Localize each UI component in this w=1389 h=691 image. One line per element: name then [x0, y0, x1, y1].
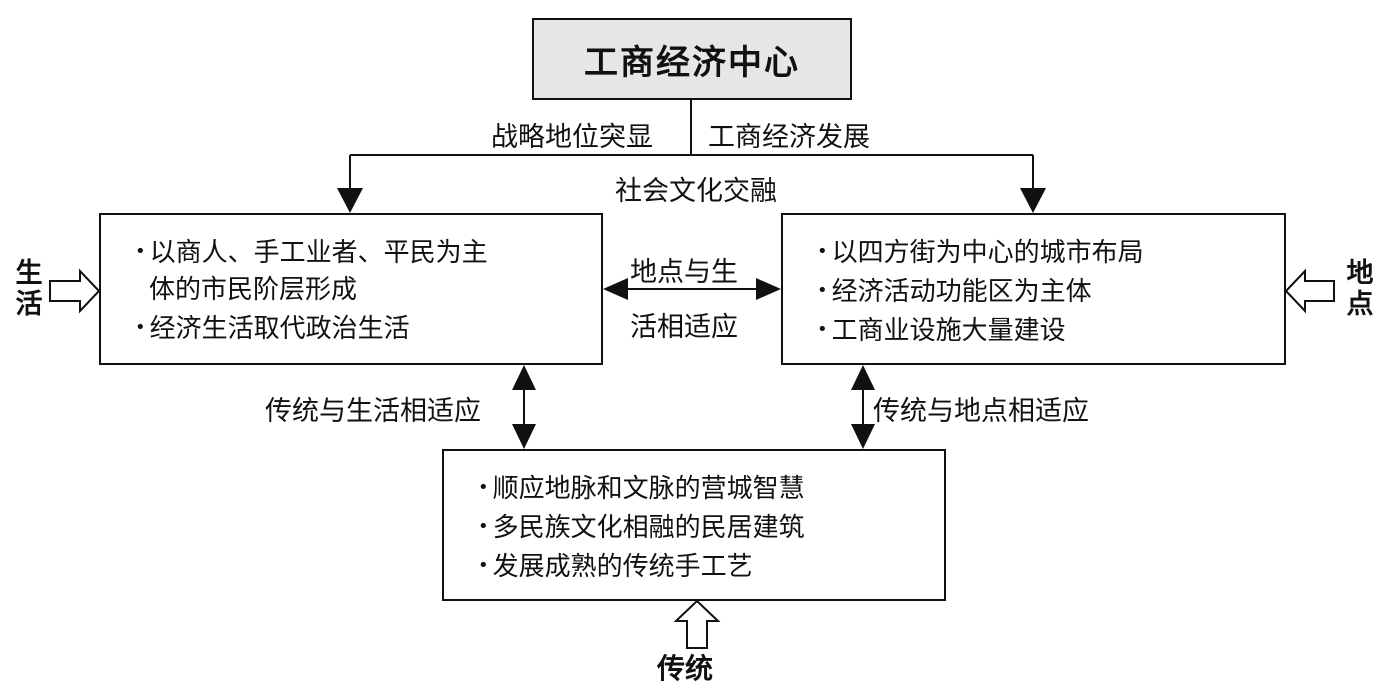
input-label-place: 地 点 — [1345, 258, 1375, 320]
place-item-text: 工商业设施大量建设 — [831, 316, 1066, 346]
life-item-text: 经济生活取代政治生活 — [149, 314, 410, 344]
label-tradition-life: 传统与生活相适应 — [265, 396, 481, 427]
bullet-icon: • — [817, 241, 828, 262]
place-item-text: 以四方街为中心的城市布局 — [831, 238, 1144, 268]
label-life-place-line1: 地点与生 — [630, 257, 738, 288]
place-item: •工商业设施大量建设 — [817, 311, 1274, 350]
tradition-item: •顺应地脉和文脉的营城智慧 — [478, 469, 934, 508]
tradition-item: •发展成熟的传统手工艺 — [478, 547, 934, 586]
place-item: •经济活动功能区为主体 — [817, 272, 1274, 311]
place-node: •以四方街为中心的城市布局 •经济活动功能区为主体 •工商业设施大量建设 — [781, 213, 1286, 365]
input-label-place-char: 点 — [1346, 289, 1374, 320]
label-cultural-fusion: 社会文化交融 — [613, 176, 779, 207]
life-input-arrow-icon — [49, 268, 101, 314]
bullet-icon: • — [817, 280, 828, 301]
label-life-place-line2: 活相适应 — [630, 312, 738, 343]
arrowhead-right — [756, 278, 781, 300]
input-label-place-char: 地 — [1346, 258, 1374, 289]
arrowhead-up-place — [851, 365, 875, 390]
arrowhead-left — [603, 278, 628, 300]
tradition-item: •多民族文化相融的民居建筑 — [478, 508, 934, 547]
bullet-icon: • — [478, 477, 489, 498]
input-label-tradition: 传统 — [657, 652, 714, 685]
life-item: •经济生活取代政治生活 — [135, 309, 591, 348]
input-label-life-char: 活 — [15, 289, 43, 320]
life-item-continuation: 体的市民阶层形成 — [149, 275, 358, 305]
life-item: •以商人、手工业者、平民为主 — [135, 233, 591, 272]
label-tradition-place: 传统与地点相适应 — [873, 396, 1089, 427]
life-item-text: 以商人、手工业者、平民为主 — [149, 238, 488, 268]
bullet-icon: • — [817, 319, 828, 340]
tradition-node: •顺应地脉和文脉的营城智慧 •多民族文化相融的民居建筑 •发展成熟的传统手工艺 — [442, 449, 946, 601]
input-label-life-char: 生 — [15, 258, 43, 289]
center-node: 工商经济中心 — [532, 18, 852, 100]
label-economic-development: 工商经济发展 — [708, 122, 870, 153]
label-strategic-status: 战略地位突显 — [491, 122, 653, 153]
life-node: •以商人、手工业者、平民为主 体的市民阶层形成 •经济生活取代政治生活 — [99, 213, 603, 365]
tradition-item-text: 发展成熟的传统手工艺 — [492, 552, 753, 582]
bullet-icon: • — [478, 516, 489, 537]
place-input-arrow-icon — [1284, 268, 1335, 314]
arrowhead-up-life — [512, 365, 536, 390]
bullet-icon: • — [478, 555, 489, 576]
bullet-icon: • — [135, 317, 146, 338]
tradition-item-text: 多民族文化相融的民居建筑 — [492, 513, 805, 543]
input-label-life: 生 活 — [14, 258, 44, 320]
arrowhead-down-tradition-left — [512, 424, 536, 449]
tradition-item-text: 顺应地脉和文脉的营城智慧 — [492, 474, 805, 504]
tradition-input-arrow-icon — [673, 599, 721, 649]
place-item-text: 经济活动功能区为主体 — [831, 277, 1092, 307]
arrowhead-down-tradition-right — [851, 424, 875, 449]
place-item: •以四方街为中心的城市布局 — [817, 233, 1274, 272]
bullet-icon: • — [135, 241, 146, 262]
arrowhead-to-place-node — [1020, 188, 1046, 213]
center-node-title: 工商经济中心 — [584, 42, 800, 83]
arrowhead-to-life-node — [337, 188, 363, 213]
